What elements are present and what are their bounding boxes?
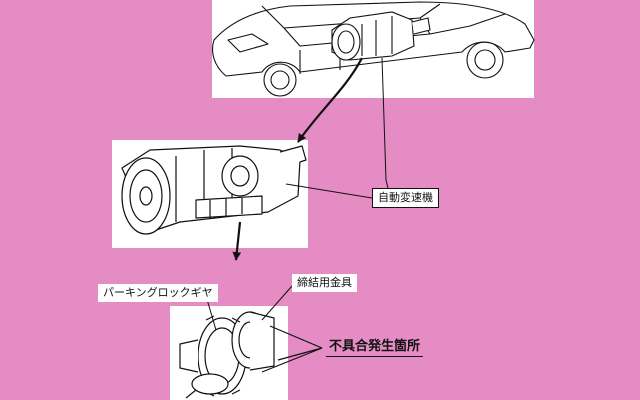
leader-defect-3 — [261, 347, 323, 373]
gear-illustration — [179, 311, 275, 399]
transmission-illustration — [121, 145, 307, 235]
car-transmission — [331, 11, 431, 61]
leader-transmission-to-label — [285, 183, 373, 199]
automatic-transmission-label: 自動変速機 — [372, 188, 439, 208]
arrow-car-to-transmission — [297, 57, 363, 143]
fastening-bracket-label: 締結用金具 — [292, 274, 357, 292]
leader-car-to-label — [381, 57, 389, 189]
car-illustration — [211, 1, 535, 97]
arrow-transmission-to-gear — [232, 221, 242, 261]
leader-defect-2 — [277, 347, 323, 361]
leader-defect-1 — [269, 325, 323, 349]
defect-location-label: 不具合発生箇所 — [326, 338, 424, 357]
leader-bracket — [261, 285, 293, 321]
parking-lock-gear-label: パーキングロックギヤ — [98, 284, 218, 302]
